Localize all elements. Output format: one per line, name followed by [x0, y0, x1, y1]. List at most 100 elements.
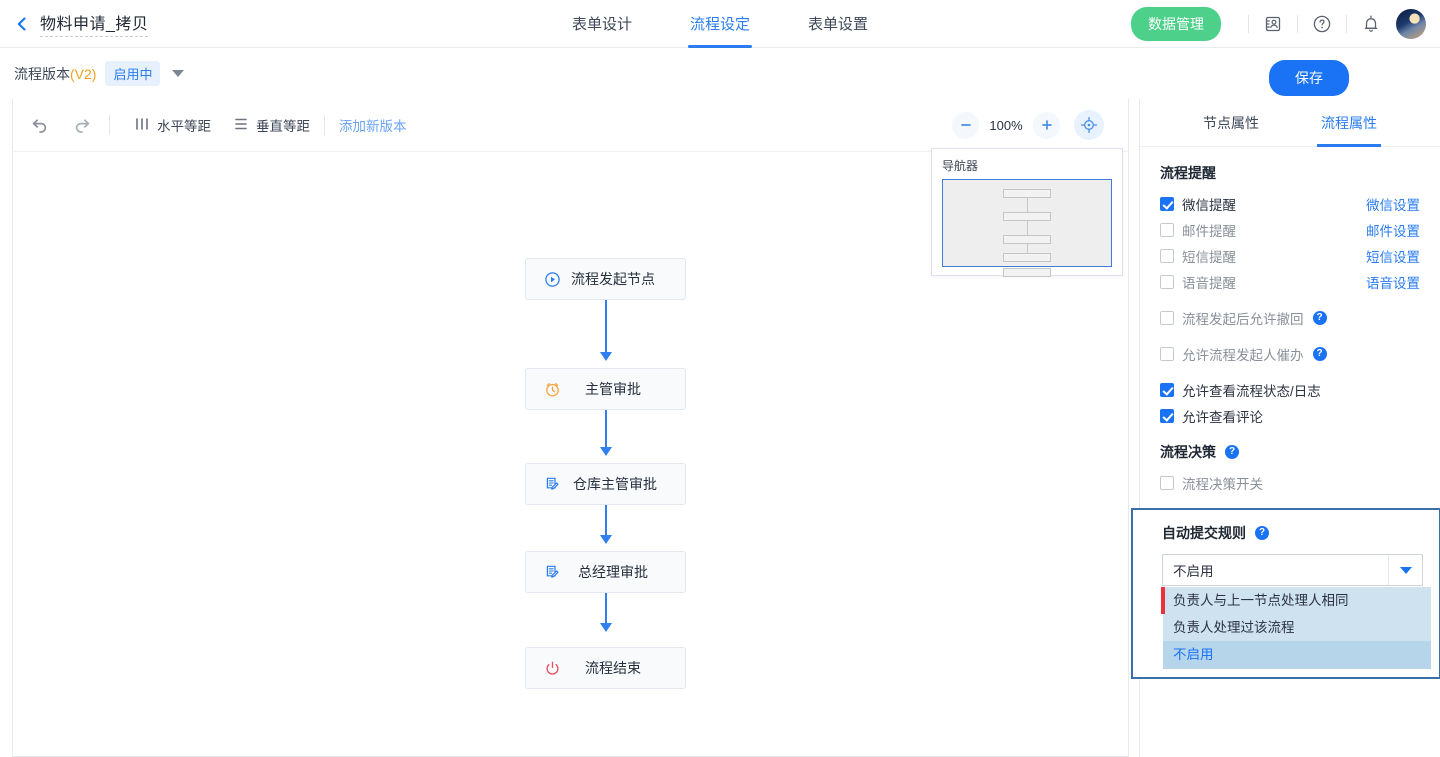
option-label: 允许流程发起人催办 — [1182, 348, 1304, 363]
flow-arrow-icon — [600, 352, 612, 361]
flow-edge — [605, 395, 607, 450]
page-title[interactable]: 物料申请_拷贝 — [40, 10, 149, 37]
document-edit-icon — [541, 476, 563, 493]
reminder-row-wechat: 微信提醒 微信设置 — [1160, 194, 1420, 214]
version-label-text: 流程版本 — [14, 65, 70, 82]
auto-submit-select[interactable]: 不启用 负责人与上一节点处理人相同 负责人处理过该流程 不启用 — [1161, 554, 1431, 669]
help-circle-icon[interactable] — [1311, 13, 1333, 35]
align-vertical-button[interactable]: 垂直等距 — [233, 115, 310, 135]
flow-arrow-icon — [600, 535, 612, 544]
tab-form-design[interactable]: 表单设计 — [571, 16, 632, 33]
option-label: 允许查看评论 — [1182, 410, 1263, 425]
navigator-minimap[interactable]: 导航器 — [931, 148, 1123, 277]
align-horizontal-button[interactable]: 水平等距 — [134, 115, 211, 135]
data-management-button[interactable]: 数据管理 — [1131, 7, 1221, 41]
chevron-left-icon[interactable] — [14, 16, 30, 32]
decision-section-header: 流程决策 ? — [1160, 442, 1420, 462]
align-horizontal-label: 水平等距 — [157, 119, 211, 134]
play-circle-icon — [541, 271, 563, 288]
flow-node-warehouse-approval[interactable]: 仓库主管审批 — [525, 463, 686, 505]
reminder-section-title: 流程提醒 — [1160, 165, 1216, 181]
contact-card-icon[interactable] — [1262, 13, 1284, 35]
checkbox-email-reminder[interactable] — [1160, 223, 1174, 237]
minimap-node — [1003, 212, 1051, 221]
divider — [1297, 15, 1298, 33]
help-icon[interactable]: ? — [1225, 445, 1239, 459]
zoom-out-button[interactable] — [952, 111, 979, 139]
undo-arrow-icon[interactable] — [27, 112, 53, 138]
decision-section-title: 流程决策 — [1160, 444, 1216, 460]
document-edit-icon — [541, 564, 563, 581]
flow-arrow-icon — [600, 447, 612, 456]
chevron-down-icon[interactable] — [172, 70, 185, 77]
navigator-viewport[interactable] — [942, 179, 1112, 277]
flow-canvas[interactable]: 水平等距 垂直等距 添加新版本 100% — [12, 99, 1129, 757]
save-button[interactable]: 保存 — [1269, 60, 1349, 96]
flow-node-end[interactable]: 流程结束 — [525, 647, 686, 689]
chevron-down-icon[interactable] — [1388, 555, 1422, 585]
auto-submit-section: 自动提交规则 ? 不启用 负责人与上一节点处理人相同 负责人处理过该流程 不启用 — [1131, 508, 1440, 679]
dropdown-option-disabled[interactable]: 不启用 — [1163, 641, 1431, 668]
align-vertical-icon — [233, 116, 249, 135]
decision-switch-label: 流程决策开关 — [1182, 477, 1263, 492]
checkbox-voice-reminder[interactable] — [1160, 275, 1174, 289]
redo-arrow-icon[interactable] — [69, 112, 95, 138]
zoom-level: 100% — [989, 117, 1023, 133]
tab-node-properties[interactable]: 节点属性 — [1203, 114, 1259, 131]
help-icon[interactable]: ? — [1255, 526, 1269, 540]
minimap-edge — [1027, 244, 1028, 258]
auto-submit-selected-value: 不启用 — [1173, 564, 1214, 579]
version-label: 流程版本(V2) — [14, 64, 96, 84]
divider — [324, 115, 325, 135]
wechat-settings-link[interactable]: 微信设置 — [1366, 198, 1420, 213]
dropdown-option-same-handler[interactable]: 负责人与上一节点处理人相同 — [1173, 593, 1349, 608]
voice-settings-link[interactable]: 语音设置 — [1366, 276, 1420, 291]
checkbox-allow-view-comments[interactable] — [1160, 409, 1174, 423]
checkbox-allow-urge[interactable] — [1160, 347, 1174, 361]
email-settings-link[interactable]: 邮件设置 — [1366, 224, 1420, 239]
checkbox-wechat-reminder[interactable] — [1160, 197, 1174, 211]
auto-submit-header: 自动提交规则 ? — [1162, 523, 1419, 543]
align-vertical-label: 垂直等距 — [256, 119, 310, 134]
minimap-node — [1003, 253, 1051, 262]
checkbox-allow-view-status[interactable] — [1160, 383, 1174, 397]
divider — [1346, 15, 1347, 33]
auto-submit-dropdown[interactable]: 负责人与上一节点处理人相同 负责人处理过该流程 不启用 — [1161, 587, 1431, 669]
flow-node-start[interactable]: 流程发起节点 — [525, 258, 686, 300]
help-icon[interactable]: ? — [1312, 347, 1327, 361]
sms-settings-link[interactable]: 短信设置 — [1366, 250, 1420, 265]
option-row-urge: 允许流程发起人催办 ? — [1160, 344, 1420, 364]
canvas-toolbar: 水平等距 垂直等距 添加新版本 100% — [13, 99, 1128, 152]
dropdown-marker — [1161, 587, 1165, 614]
dropdown-option-handled-before[interactable]: 负责人处理过该流程 — [1173, 620, 1295, 635]
avatar[interactable] — [1396, 9, 1426, 39]
flow-edge — [605, 300, 607, 355]
flow-node-manager-approval[interactable]: 主管审批 — [525, 368, 686, 410]
properties-tabs: 节点属性 流程属性 — [1140, 99, 1440, 147]
flow-edge — [605, 571, 607, 626]
auto-submit-title: 自动提交规则 — [1162, 525, 1246, 541]
zoom-in-button[interactable] — [1033, 111, 1060, 139]
top-right-actions: 数据管理 — [1131, 0, 1426, 48]
tab-form-settings[interactable]: 表单设置 — [808, 16, 869, 33]
flow-node-label: 流程发起节点 — [571, 271, 655, 287]
reminder-label: 邮件提醒 — [1182, 224, 1236, 239]
flow-node-label: 流程结束 — [585, 660, 641, 676]
status-badge[interactable]: 启用中 — [105, 61, 161, 86]
flow-node-label: 主管审批 — [585, 381, 641, 397]
tab-process-properties[interactable]: 流程属性 — [1317, 99, 1381, 147]
minimap-node — [1003, 268, 1051, 277]
divider — [1248, 15, 1249, 33]
help-icon[interactable]: ? — [1312, 311, 1327, 325]
bell-icon[interactable] — [1360, 13, 1382, 35]
checkbox-sms-reminder[interactable] — [1160, 249, 1174, 263]
option-row-view-status: 允许查看流程状态/日志 — [1160, 380, 1420, 400]
flow-node-gm-approval[interactable]: 总经理审批 — [525, 551, 686, 593]
tab-process-setup[interactable]: 流程设定 — [687, 0, 753, 48]
add-new-version-button[interactable]: 添加新版本 — [339, 119, 407, 134]
fit-to-screen-button[interactable] — [1074, 110, 1104, 140]
checkbox-decision-switch[interactable] — [1160, 476, 1174, 490]
checkbox-allow-withdraw[interactable] — [1160, 311, 1174, 325]
flow-diagram[interactable]: 流程发起节点 主管审批 仓库主管审批 总经理审 — [13, 152, 1128, 757]
